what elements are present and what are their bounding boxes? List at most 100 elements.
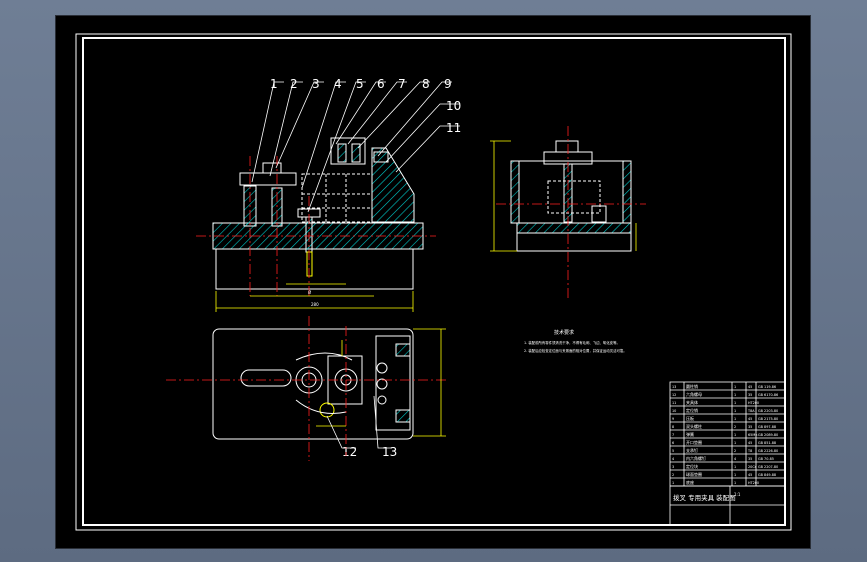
side-top-nut — [555, 140, 579, 153]
bom-cell: 45 — [748, 417, 752, 421]
bom-cell: GB 851-88 — [758, 441, 776, 445]
bom-cell: 底座 — [686, 479, 694, 485]
bom-cell: 开口垫圈 — [686, 439, 702, 445]
bom-cell: T8 — [747, 449, 752, 453]
side-workpiece — [547, 180, 601, 214]
side-dimensions — [490, 140, 637, 252]
bom-cell: 1 — [734, 441, 736, 445]
balloon-2: 2 — [290, 77, 298, 91]
balloon-13: 13 — [382, 445, 397, 459]
top-press-inner — [337, 143, 347, 163]
bom-cell: 压板 — [686, 415, 694, 421]
bom-cell: GB 70-85 — [758, 457, 774, 461]
bom-cell: GB 2089-80 — [758, 433, 778, 437]
balloon-3: 3 — [312, 77, 320, 91]
bom-cell: GB 2207-80 — [758, 465, 778, 469]
bom-cell: 4 — [734, 457, 736, 461]
bom-cell: HT200 — [748, 481, 759, 485]
bom-cell: GB 119-86 — [758, 385, 776, 389]
top-body — [212, 328, 414, 440]
title-block-scale: 1:1 — [734, 492, 741, 497]
right-support — [371, 147, 415, 223]
bom-cell: 4 — [672, 457, 674, 461]
top-center-lines — [166, 316, 446, 461]
side-base-hatch — [516, 222, 632, 234]
side-right-wall — [622, 160, 632, 224]
title-block-name: 拨叉 专用夹具 装配图 — [673, 493, 736, 502]
top-press-block — [330, 137, 366, 165]
bom-cell: 六角螺母 — [686, 391, 702, 397]
bom-cell: 1 — [672, 481, 674, 485]
tech-req-line-2: 2. 装配后应检查定位面与夹紧面的相对位置，并保证运动灵活可靠。 — [524, 348, 627, 353]
top-left-slot — [240, 369, 292, 387]
bom-cell: 1 — [734, 401, 736, 405]
bom-cell: 2 — [672, 473, 674, 477]
front-dimensions — [215, 283, 414, 312]
balloon-12: 12 — [342, 445, 357, 459]
bom-cell: GB 2203-80 — [758, 409, 778, 413]
bom-cell: 45 — [748, 473, 752, 477]
front-base-lower — [215, 248, 414, 290]
bom-cell: 支承钉 — [686, 447, 698, 453]
bom-cell: 1 — [734, 465, 736, 469]
front-center-lines — [196, 156, 436, 296]
cad-drawing-viewport[interactable]: 280 Ø 1 2 3 4 5 6 7 8 9 10 11 12 13 — [55, 15, 811, 549]
bom-cell: 9 — [672, 417, 674, 421]
bom-cell: 45 — [748, 385, 752, 389]
workpiece-outline — [301, 173, 373, 223]
bom-cell: 1 — [734, 385, 736, 389]
bom-cell: 2 — [734, 449, 736, 453]
bom-cell: 10 — [672, 409, 676, 413]
bom-cell: GB 897-88 — [758, 425, 776, 429]
bom-cell: T8A — [747, 409, 755, 413]
outer-border — [75, 33, 792, 531]
bom-cell: 12 — [672, 393, 676, 397]
bom-cell: HT200 — [748, 401, 759, 405]
balloon-4: 4 — [334, 77, 342, 91]
bom-cell: 双头螺柱 — [686, 423, 702, 429]
bom-cell: 定位块 — [686, 463, 698, 469]
tech-req-title: 技术要求 — [554, 329, 574, 336]
left-clamp-nut — [262, 162, 282, 174]
center-bolt-lower — [306, 251, 313, 277]
bom-cell: 1 — [734, 473, 736, 477]
bom-cell: GB 849-88 — [758, 473, 776, 477]
balloon-6: 6 — [377, 77, 385, 91]
left-clamp-bar — [239, 172, 297, 186]
bom-cell: 1 — [734, 433, 736, 437]
bom-cell: 1 — [734, 481, 736, 485]
front-view — [212, 137, 424, 290]
fixture-assembly-drawing: 280 Ø 1 2 3 4 5 6 7 8 9 10 11 12 13 — [75, 33, 792, 531]
locating-pin — [376, 362, 388, 374]
bom-cell: GB 2175-80 — [758, 417, 778, 421]
bom-cell: 20Cr — [748, 465, 757, 469]
balloon-11: 11 — [446, 121, 461, 135]
side-right-screw — [591, 205, 607, 223]
bom-cell: GB 6170-86 — [758, 393, 778, 397]
technical-requirements: 技术要求 1. 装配前所有零件须清洗干净，不得有毛刺、飞边、氧化皮等。 2. 装… — [524, 329, 627, 353]
bom-cell: 3 — [672, 465, 674, 469]
balloon-5: 5 — [356, 77, 364, 91]
bom-cell: 13 — [672, 385, 676, 389]
bom-cell: 1 — [734, 417, 736, 421]
bom-cell: 2 — [734, 425, 736, 429]
bom-cell: 6 — [672, 441, 674, 445]
bom-cell: 圆柱销 — [686, 383, 698, 389]
bom-cell: 1 — [734, 393, 736, 397]
svg-text:Ø: Ø — [308, 290, 311, 295]
balloon-1: 1 — [270, 77, 278, 91]
bom-cell: 11 — [672, 401, 676, 405]
bom-cell: GB 2226-80 — [758, 449, 778, 453]
bom-cell: 65Mn — [748, 433, 757, 437]
svg-text:280: 280 — [311, 302, 319, 307]
bom-cell: 7 — [672, 433, 674, 437]
bom-cell: 内六角螺钉 — [686, 455, 706, 461]
top-right-block — [375, 335, 411, 431]
top-press-inner-2 — [351, 143, 361, 163]
balloon-10: 10 — [446, 99, 461, 113]
bom-cell: 35 — [748, 457, 752, 461]
balloon-8: 8 — [422, 77, 430, 91]
bom-cell: 35 — [748, 425, 752, 429]
bom-cell: 弹簧 — [686, 431, 694, 437]
